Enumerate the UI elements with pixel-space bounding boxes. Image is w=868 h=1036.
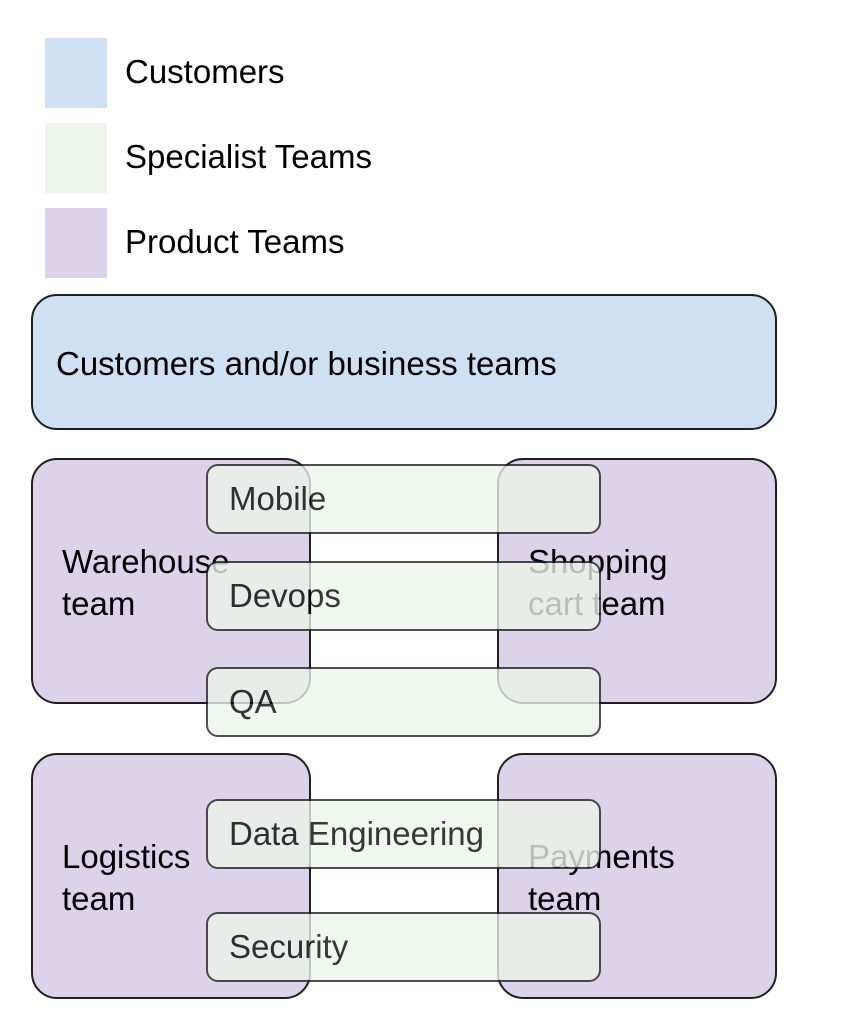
legend-swatch-customers bbox=[45, 38, 107, 108]
product-team-warehouse-label: Warehouse team bbox=[62, 543, 230, 622]
specialist-team-security: Security bbox=[206, 912, 601, 982]
customers-box: Customers and/or business teams bbox=[31, 294, 777, 430]
legend-label-specialist-teams: Specialist Teams bbox=[125, 138, 373, 175]
legend-label-product-teams: Product Teams bbox=[125, 223, 345, 260]
specialist-team-qa: QA bbox=[206, 667, 601, 737]
product-team-logistics-label: Logistics team bbox=[62, 838, 191, 917]
legend-swatch-product-teams bbox=[45, 208, 107, 278]
specialist-team-devops: Devops bbox=[206, 561, 601, 631]
specialist-team-devops-label: Devops bbox=[229, 577, 341, 614]
specialist-team-data-engineering-label: Data Engineering bbox=[229, 815, 485, 852]
customers-box-label: Customers and/or business teams bbox=[56, 345, 557, 382]
specialist-team-data-engineering: Data Engineering bbox=[206, 799, 601, 869]
legend-swatch-specialist-teams bbox=[45, 123, 107, 193]
specialist-team-mobile: Mobile bbox=[206, 464, 601, 534]
specialist-team-qa-label: QA bbox=[229, 683, 277, 720]
specialist-team-mobile-label: Mobile bbox=[229, 480, 327, 517]
specialist-team-security-label: Security bbox=[229, 928, 349, 965]
legend-label-customers: Customers bbox=[125, 53, 285, 90]
